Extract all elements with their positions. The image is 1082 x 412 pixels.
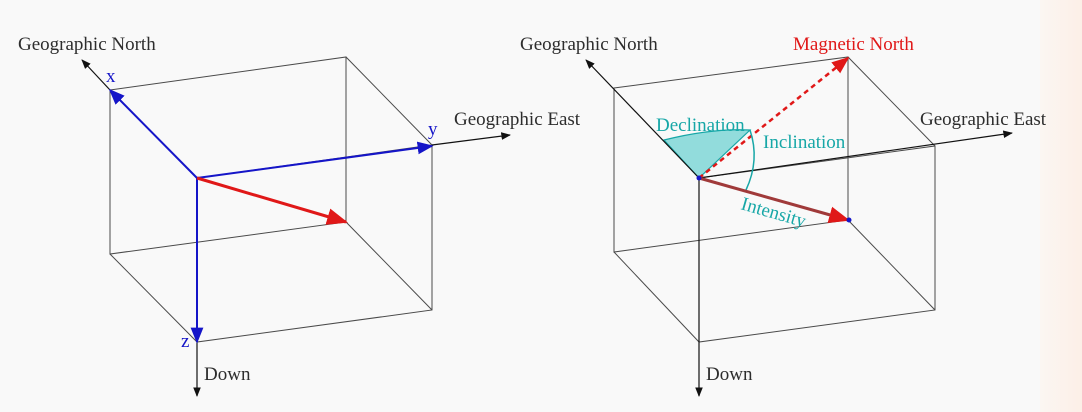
left-cube-edge-top-right xyxy=(345,56,433,146)
declination-wedge xyxy=(662,129,752,179)
inclination-arc xyxy=(745,129,755,191)
left-y-label: y xyxy=(428,119,438,140)
right-north-axis-arrow xyxy=(585,59,700,179)
intensity-vector-arrow xyxy=(698,176,851,223)
left-cube-edge-bottom-left xyxy=(109,253,198,343)
left-north-label: Geographic North xyxy=(18,34,156,55)
left-cube-front-face xyxy=(196,144,433,343)
origin-dot xyxy=(696,175,702,181)
right-diagram: Geographic North Magnetic North Geograph… xyxy=(520,34,1047,397)
right-cube-edge-bottom-right xyxy=(847,219,936,311)
left-x-axis-arrow xyxy=(108,88,198,179)
right-north-label: Geographic North xyxy=(520,34,658,55)
vector-tip-dot xyxy=(846,217,852,223)
magnetic-north-label: Magnetic North xyxy=(793,34,914,55)
left-field-vector-arrow xyxy=(196,176,349,225)
inclination-label: Inclination xyxy=(763,132,846,153)
left-z-label: z xyxy=(181,331,189,352)
right-cube-edge-bottom-left xyxy=(613,251,700,343)
right-cube-front-face xyxy=(698,145,936,343)
declination-label: Declination xyxy=(656,115,745,136)
right-down-label: Down xyxy=(706,364,753,385)
left-north-axis-arrow xyxy=(81,59,111,91)
magnetic-north-arrow xyxy=(698,56,850,179)
left-y-axis-arrow xyxy=(196,141,434,179)
left-cube-edge-bottom-right xyxy=(345,221,433,311)
left-cube-back-face xyxy=(109,56,347,255)
left-x-label: x xyxy=(106,66,116,87)
left-down-label: Down xyxy=(204,364,251,385)
right-cube-edge-top-right xyxy=(847,56,936,147)
left-east-label: Geographic East xyxy=(454,109,581,130)
edge-strip xyxy=(1040,0,1082,412)
right-east-axis-arrow xyxy=(698,130,1013,179)
left-east-axis-arrow xyxy=(431,132,511,146)
left-diagram: Geographic North Geographic East Down x … xyxy=(18,34,581,397)
right-east-label: Geographic East xyxy=(920,109,1047,130)
